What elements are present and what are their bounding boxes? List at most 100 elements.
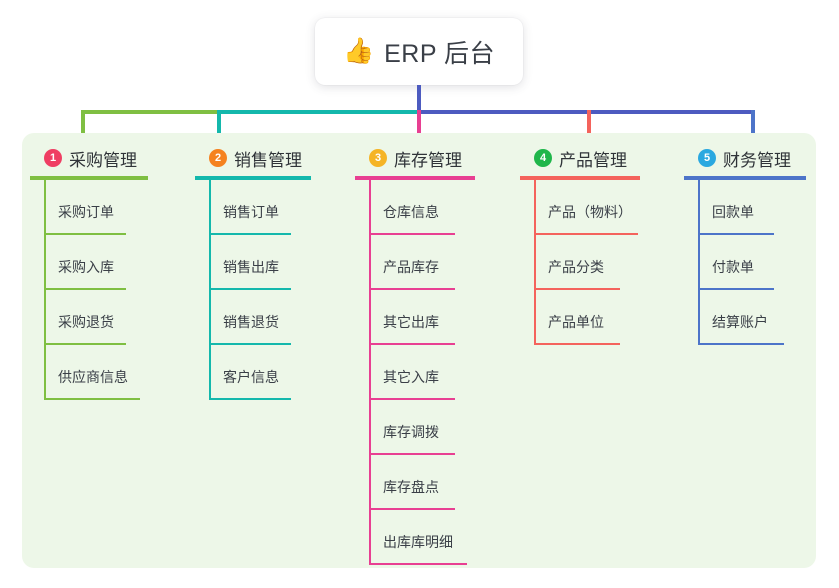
branch-badge-4: 4 [534, 149, 552, 167]
leaf-node[interactable]: 产品库存 [369, 235, 475, 290]
branch-spine-4 [534, 180, 536, 345]
leaf-node-label: 出库库明细 [383, 534, 453, 550]
branch-items-5: 回款单付款单结算账户 [698, 180, 806, 345]
branch-header-rule-3 [355, 176, 475, 180]
leaf-node[interactable]: 采购退货 [44, 290, 148, 345]
branch-badge-1: 1 [44, 149, 62, 167]
root-node-card[interactable]: 👍 ERP 后台 [315, 18, 523, 85]
leaf-node-label: 采购退货 [58, 314, 114, 330]
leaf-node[interactable]: 产品分类 [534, 235, 640, 290]
branch-drop-2 [217, 110, 221, 146]
branch-header-5[interactable]: 5 财务管理 [684, 146, 806, 170]
leaf-node[interactable]: 仓库信息 [369, 180, 475, 235]
leaf-node-rule [209, 343, 291, 345]
leaf-node-label: 仓库信息 [383, 204, 439, 220]
branch-column-5: 5 财务管理 回款单付款单结算账户 [684, 146, 806, 345]
branch-items-2: 销售订单销售出库销售退货客户信息 [209, 180, 311, 400]
branch-header-4[interactable]: 4 产品管理 [520, 146, 640, 170]
branch-header-1[interactable]: 1 采购管理 [30, 146, 148, 170]
leaf-node-rule [369, 453, 455, 455]
leaf-node-rule [698, 288, 774, 290]
branch-title-3: 库存管理 [394, 150, 462, 170]
leaf-node[interactable]: 库存调拨 [369, 400, 475, 455]
leaf-node[interactable]: 客户信息 [209, 345, 311, 400]
leaf-node-label: 客户信息 [223, 369, 279, 385]
leaf-node[interactable]: 销售出库 [209, 235, 311, 290]
leaf-node-rule [534, 288, 620, 290]
leaf-node-rule [369, 398, 455, 400]
leaf-node-label: 付款单 [712, 259, 754, 275]
leaf-node-label: 结算账户 [712, 314, 768, 330]
trunk-connector [417, 85, 421, 112]
leaf-node-rule [534, 233, 638, 235]
connector-segment-teal [217, 110, 419, 114]
branch-column-2: 2 销售管理 销售订单销售出库销售退货客户信息 [195, 146, 311, 400]
leaf-node[interactable]: 回款单 [698, 180, 806, 235]
branch-items-1: 采购订单采购入库采购退货供应商信息 [44, 180, 148, 400]
branch-spine-2 [209, 180, 211, 400]
leaf-node[interactable]: 销售订单 [209, 180, 311, 235]
branch-drop-4 [587, 110, 591, 146]
leaf-node[interactable]: 产品（物料） [534, 180, 640, 235]
leaf-node-rule [534, 343, 620, 345]
leaf-node-label: 产品（物料） [548, 204, 632, 220]
leaf-node-rule [209, 233, 291, 235]
branch-badge-2: 2 [209, 149, 227, 167]
leaf-node-label: 其它入库 [383, 369, 439, 385]
connector-segment-blue [417, 110, 755, 114]
leaf-node-rule [44, 233, 126, 235]
branch-title-4: 产品管理 [559, 150, 627, 170]
leaf-node-label: 销售订单 [223, 204, 279, 220]
connector-segment-green [81, 110, 217, 114]
branch-drop-5 [751, 110, 755, 146]
leaf-node-rule [698, 343, 784, 345]
leaf-node-rule [44, 343, 126, 345]
leaf-node[interactable]: 供应商信息 [44, 345, 148, 400]
leaf-node[interactable]: 付款单 [698, 235, 806, 290]
branch-column-1: 1 采购管理 采购订单采购入库采购退货供应商信息 [30, 146, 148, 400]
branch-header-2[interactable]: 2 销售管理 [195, 146, 311, 170]
branch-spine-3 [369, 180, 371, 565]
branch-spine-1 [44, 180, 46, 400]
branch-items-4: 产品（物料） 产品分类产品单位 [534, 180, 640, 345]
leaf-node-label: 销售退货 [223, 314, 279, 330]
branches-panel [22, 133, 816, 568]
leaf-node[interactable]: 采购入库 [44, 235, 148, 290]
leaf-node[interactable]: 其它出库 [369, 290, 475, 345]
leaf-node[interactable]: 库存盘点 [369, 455, 475, 510]
branch-header-rule-5 [684, 176, 806, 180]
branch-header-3[interactable]: 3 库存管理 [355, 146, 475, 170]
branch-drop-3 [417, 110, 421, 146]
branch-header-rule-1 [30, 176, 148, 180]
root-node-title: ERP 后台 [384, 39, 496, 68]
leaf-node-rule [44, 398, 140, 400]
leaf-node[interactable]: 出库库明细 [369, 510, 475, 565]
leaf-node[interactable]: 其它入库 [369, 345, 475, 400]
leaf-node-label: 回款单 [712, 204, 754, 220]
branch-header-rule-4 [520, 176, 640, 180]
branch-title-2: 销售管理 [234, 150, 302, 170]
leaf-node-rule [369, 233, 455, 235]
leaf-node-label: 销售出库 [223, 259, 279, 275]
leaf-node-rule [369, 343, 455, 345]
branch-drop-1 [81, 110, 85, 146]
leaf-node[interactable]: 产品单位 [534, 290, 640, 345]
leaf-node-label: 产品库存 [383, 259, 439, 275]
branch-spine-5 [698, 180, 700, 345]
leaf-node[interactable]: 结算账户 [698, 290, 806, 345]
leaf-node-rule [209, 398, 291, 400]
leaf-node-label: 库存盘点 [383, 479, 439, 495]
leaf-node-label: 供应商信息 [58, 369, 128, 385]
branch-badge-3: 3 [369, 149, 387, 167]
leaf-node-rule [698, 233, 774, 235]
leaf-node[interactable]: 采购订单 [44, 180, 148, 235]
leaf-node-label: 产品单位 [548, 314, 604, 330]
branch-badge-5: 5 [698, 149, 716, 167]
branch-title-1: 采购管理 [69, 150, 137, 170]
leaf-node[interactable]: 销售退货 [209, 290, 311, 345]
leaf-node-label: 采购入库 [58, 259, 114, 275]
branch-items-3: 仓库信息产品库存其它出库其它入库库存调拨库存盘点出库库明细 [369, 180, 475, 565]
leaf-node-rule [369, 508, 455, 510]
leaf-node-label: 库存调拨 [383, 424, 439, 440]
